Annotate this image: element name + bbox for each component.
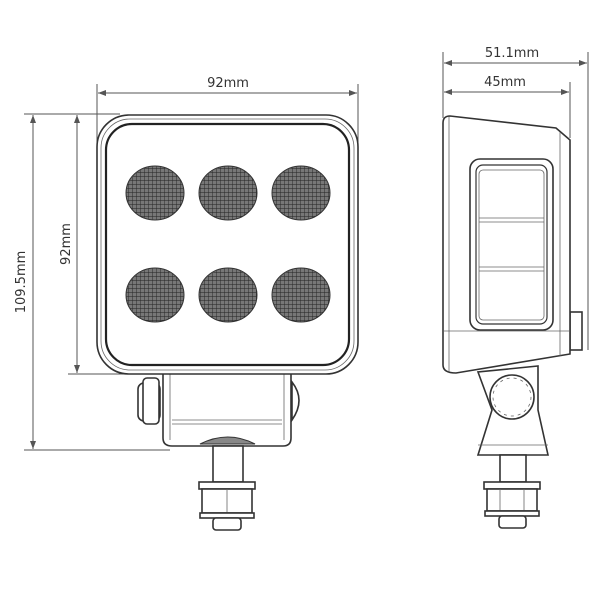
mounting-bolt bbox=[198, 445, 256, 531]
led-lens bbox=[198, 165, 258, 221]
led-lens bbox=[271, 165, 331, 221]
mounting-bracket bbox=[137, 374, 300, 447]
front-width-label: 92mm bbox=[207, 76, 249, 91]
side-window bbox=[469, 158, 554, 331]
led-lens bbox=[198, 267, 258, 323]
front-view bbox=[96, 114, 359, 531]
body-depth-label: 45mm bbox=[484, 75, 526, 90]
lens-face bbox=[104, 122, 351, 367]
side-total-depth-dimension: 51.1mm bbox=[442, 46, 589, 350]
led-array bbox=[125, 165, 331, 323]
side-view bbox=[442, 115, 583, 529]
side-body-depth-dimension: 45mm bbox=[444, 75, 571, 138]
front-height-label: 92mm bbox=[59, 223, 74, 265]
total-depth-label: 51.1mm bbox=[485, 46, 539, 61]
side-tab bbox=[569, 311, 583, 351]
led-lens bbox=[271, 267, 331, 323]
led-lens bbox=[125, 267, 185, 323]
total-height-dimension: 109.5mm bbox=[14, 113, 170, 451]
led-lens bbox=[125, 165, 185, 221]
side-bracket bbox=[476, 365, 549, 529]
front-height-dimension: 92mm bbox=[59, 113, 170, 375]
total-height-label: 109.5mm bbox=[14, 251, 29, 314]
